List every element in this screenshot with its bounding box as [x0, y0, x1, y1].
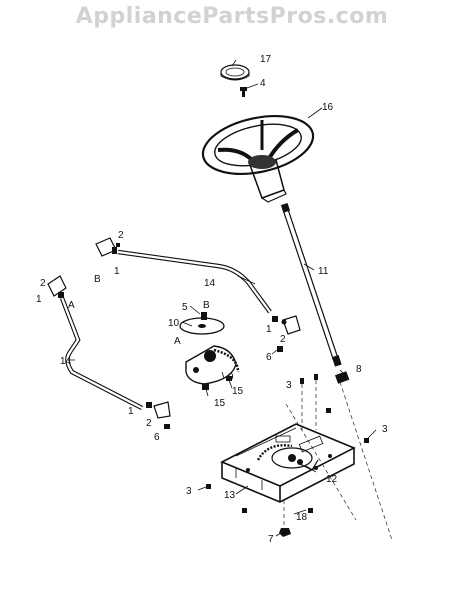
label-14-lower: 14	[60, 356, 72, 367]
label-7: 7	[268, 534, 274, 545]
label-a-mid: A	[174, 336, 181, 347]
label-8: 8	[356, 364, 362, 375]
label-10: 10	[168, 318, 180, 329]
nut-7	[279, 528, 291, 537]
bushing-8	[334, 371, 350, 384]
label-9: 9	[228, 372, 234, 383]
callout-labels: 17 4 16 2 1 B 2 1 A 14 11 5 B 10 1 2 6 A…	[36, 54, 388, 545]
bolt-4	[240, 87, 247, 97]
label-11: 11	[318, 266, 329, 277]
label-13: 13	[224, 490, 236, 501]
alignment-lines	[283, 380, 393, 541]
steering-shaft	[280, 202, 342, 367]
label-2-left: 2	[40, 278, 46, 289]
label-17: 17	[260, 54, 272, 65]
label-6-lower: 6	[154, 432, 160, 443]
label-1-top: 1	[114, 266, 120, 277]
label-3-right: 3	[382, 424, 388, 435]
bolts-3	[206, 374, 369, 513]
label-1-lower: 1	[128, 406, 134, 417]
label-6-right: 6	[266, 352, 272, 363]
label-2-top: 2	[118, 230, 124, 241]
label-3-left: 3	[186, 486, 192, 497]
steering-wheel	[201, 115, 315, 203]
label-5: 5	[182, 302, 188, 313]
label-2-right: 2	[280, 334, 286, 345]
label-15-upper: 15	[232, 386, 244, 397]
label-4: 4	[260, 78, 266, 89]
steering-cap	[220, 64, 250, 81]
hardware-upper-left	[116, 243, 120, 247]
label-b-mid: B	[203, 300, 210, 311]
steering-gear-12	[256, 435, 319, 471]
label-1-left: 1	[36, 294, 42, 305]
label-14-upper: 14	[204, 278, 216, 289]
label-15-lower: 15	[214, 398, 226, 409]
drag-link-upper	[95, 237, 301, 335]
label-12: 12	[326, 474, 338, 485]
watermark: AppliancePartsPros.com	[75, 4, 389, 29]
drag-link-lower	[47, 275, 171, 429]
mounting-bracket	[220, 423, 356, 503]
label-3-center: 3	[286, 380, 292, 391]
label-1-right: 1	[266, 324, 272, 335]
label-16: 16	[322, 102, 334, 113]
leader-lines	[68, 59, 377, 537]
label-18: 18	[296, 512, 308, 523]
label-a-left: A	[68, 300, 75, 311]
label-b-top: B	[94, 274, 101, 285]
label-2-lower: 2	[146, 418, 152, 429]
steering-gear-assembly	[179, 312, 240, 390]
hardware-upper-right	[277, 346, 283, 352]
